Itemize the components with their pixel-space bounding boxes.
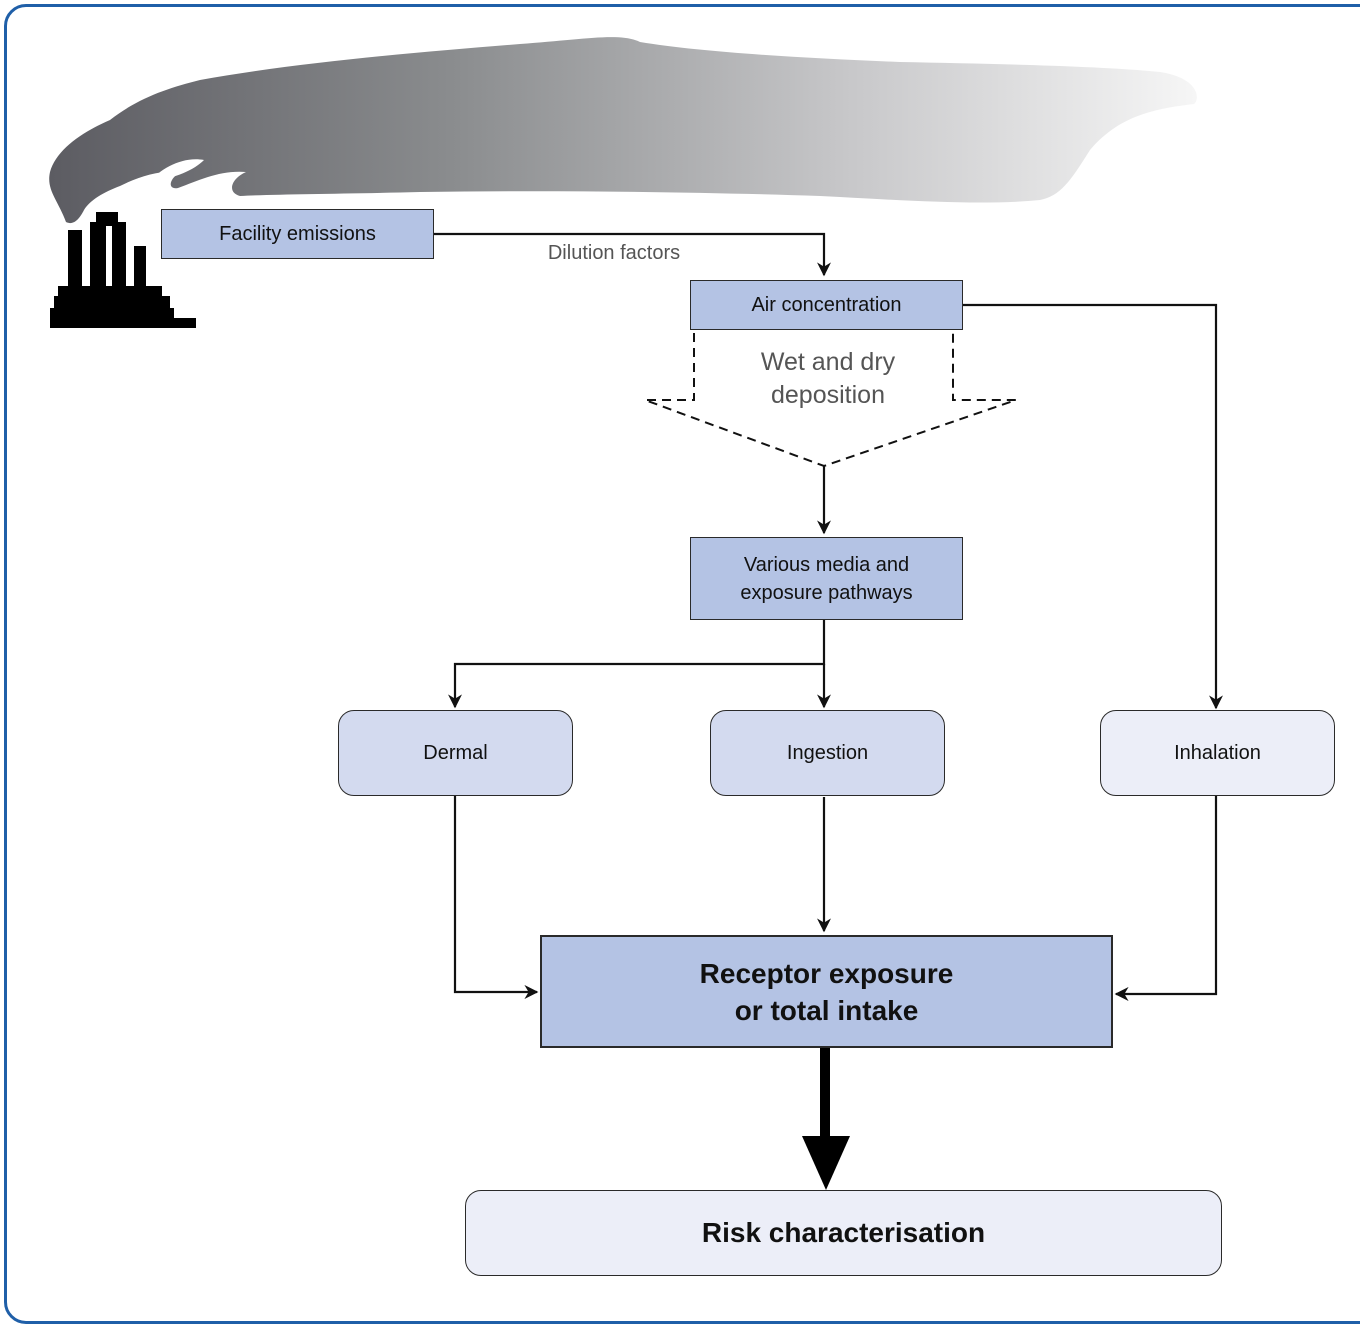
edge-media-to-dermal [448,620,826,709]
deposition-line-1: Wet and dry [760,348,896,376]
node-inhalation: Inhalation [1100,710,1335,796]
node-receptor-exposure: Receptor exposure or total intake [540,935,1113,1048]
node-air-concentration: Air concentration [690,280,963,330]
node-ingestion: Ingestion [710,710,945,796]
node-facility-emissions: Facility emissions [161,209,434,259]
edge-inhalation-to-receptor [1114,780,1218,1001]
node-label: Ingestion [786,741,869,764]
edge-emissions-to-air [434,232,831,277]
node-label: Inhalation [1174,741,1261,764]
edge-label-deposition: Wet and dry deposition [720,346,936,412]
thick-arrow-head [802,1136,850,1190]
node-dermal: Dermal [338,710,573,796]
node-risk-characterisation: Risk characterisation [465,1190,1222,1276]
node-label-line-2: or total intake [734,994,919,1026]
node-label-line-2: exposure pathways [740,581,913,604]
edge-label-dilution: Dilution factors [547,242,681,264]
deposition-chevron [644,333,1017,468]
node-label-line-1: Receptor exposure [699,957,954,989]
node-label: Facility emissions [219,222,376,245]
edge-air-to-inhalation [963,303,1223,710]
deposition-line-2: deposition [771,381,885,409]
smoke-plume [49,37,1197,224]
node-various-media: Various media and exposure pathways [690,537,963,620]
node-label: Dermal [423,741,488,764]
thick-arrow-shaft [820,1048,830,1140]
node-label-line-1: Various media and [743,553,910,576]
edge-dermal-to-receptor [453,788,539,999]
smoke-plume-gap [150,159,204,182]
factory-icon [50,212,196,328]
node-label: Risk characterisation [701,1217,986,1248]
node-label: Air concentration [751,293,902,316]
